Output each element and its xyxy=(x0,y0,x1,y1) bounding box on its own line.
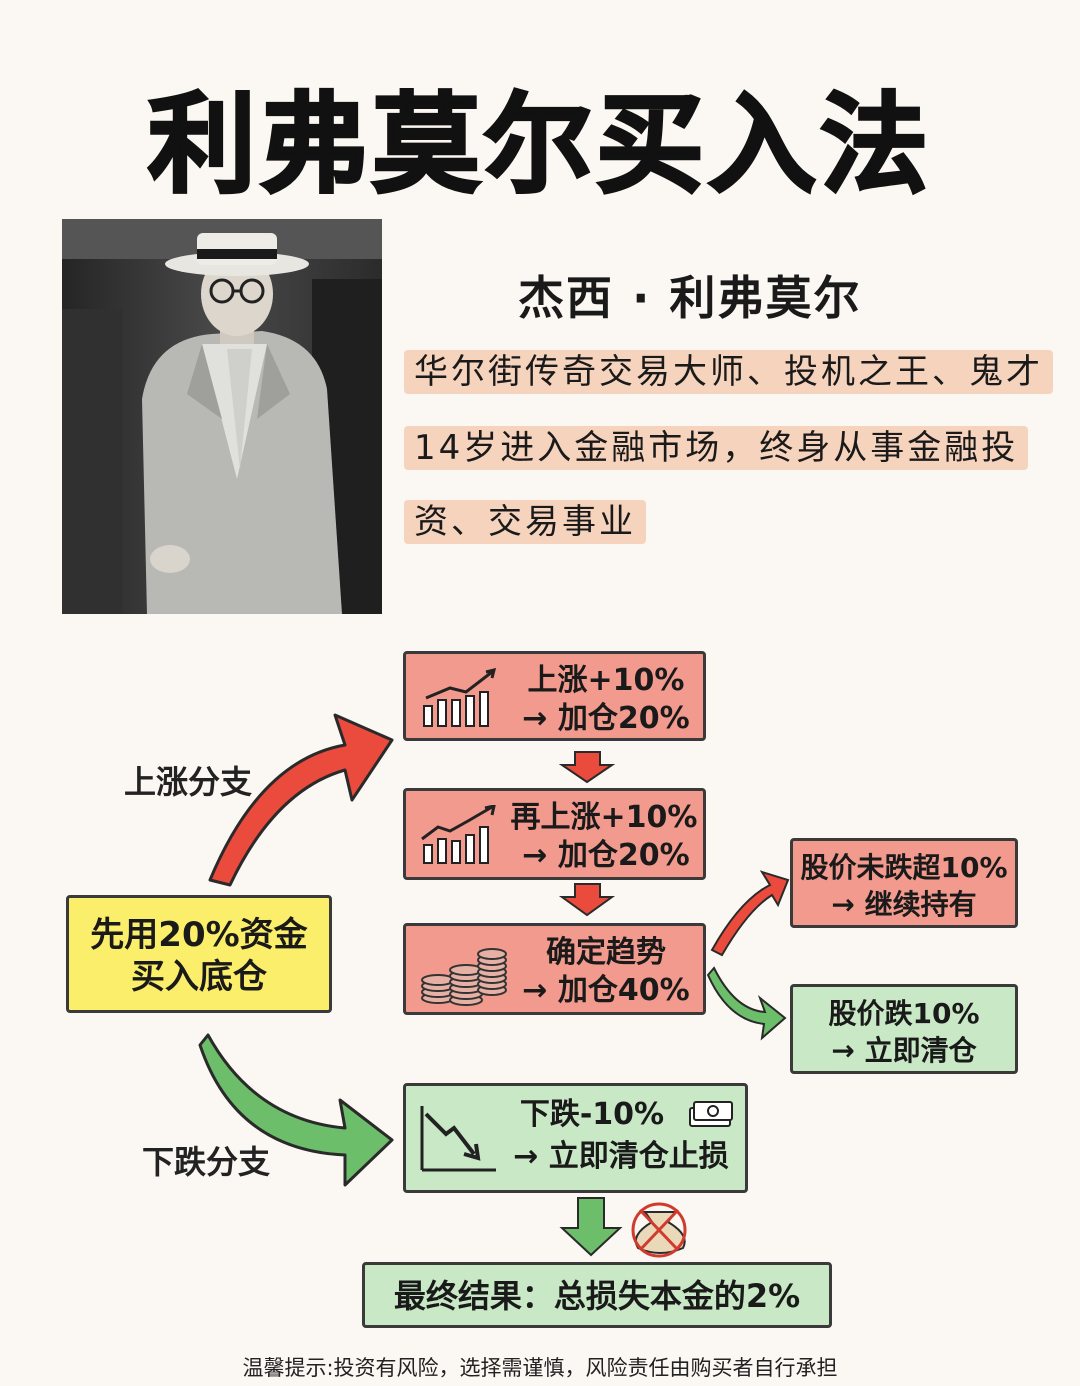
crossed-money-bag-icon xyxy=(631,1202,687,1258)
profile-line-1: 华尔街传奇交易大师、投机之王、鬼才 xyxy=(404,350,1053,394)
hold-arrow xyxy=(710,870,790,957)
step-2-line-2: → 加仓20% xyxy=(522,838,690,873)
sell-arrow xyxy=(706,966,787,1041)
drop-line-2: → 立即清仓止损 xyxy=(513,1139,729,1174)
profile-line-2: 14岁进入金融市场，终身从事金融投 xyxy=(404,426,1029,470)
start-box: 先用20%资金 买入底仓 xyxy=(66,895,332,1013)
down-branch-label: 下跌分支 xyxy=(142,1143,271,1181)
profile-line-3: 资、交易事业 xyxy=(404,500,646,544)
down-arrow-1 xyxy=(558,751,616,784)
money-stack-icon xyxy=(689,1101,733,1127)
coin-stacks-icon xyxy=(421,948,507,1006)
result-text: 最终结果：总损失本金的2% xyxy=(393,1277,801,1315)
step-1-line-1: 上涨+10% xyxy=(527,663,685,698)
down-arrow-2 xyxy=(558,883,616,917)
drop-line-1: 下跌-10% xyxy=(519,1097,665,1132)
step-3-line-1: 确定趋势 xyxy=(546,935,666,970)
page-title: 利弗莫尔买入法 xyxy=(146,82,932,210)
result-box: 最终结果：总损失本金的2% xyxy=(362,1262,832,1328)
sell-line-1: 股价跌10% xyxy=(828,997,980,1030)
step-2-line-1: 再上涨+10% xyxy=(510,800,698,835)
sell-box: 股价跌10% → 立即清仓 xyxy=(790,984,1018,1074)
hold-line-2: → 继续持有 xyxy=(831,888,977,921)
start-line-1: 先用20%资金 xyxy=(90,915,308,955)
disclaimer-footer: 温馨提示:投资有风险，选择需谨慎，风险责任由购买者自行承担 xyxy=(242,1356,838,1380)
hold-box: 股价未跌超10% → 继续持有 xyxy=(790,838,1018,928)
up-branch-label: 上涨分支 xyxy=(124,763,253,801)
start-line-2: 买入底仓 xyxy=(131,957,267,997)
portrait-photo xyxy=(62,219,382,614)
person-name: 杰西 · 利弗莫尔 xyxy=(518,271,862,325)
step-3-line-2: → 加仓40% xyxy=(522,973,690,1008)
growth-bar-chart-icon xyxy=(421,805,496,864)
step-2-box: 再上涨+10% → 加仓20% xyxy=(403,788,706,880)
growth-bar-chart-icon xyxy=(423,668,497,727)
down-trend-chart-icon xyxy=(420,1106,496,1172)
result-arrow xyxy=(559,1197,623,1257)
hold-line-1: 股价未跌超10% xyxy=(800,851,1008,884)
drop-box: 下跌-10% → 立即清仓止损 xyxy=(403,1083,748,1193)
step-3-box: 确定趋势 → 加仓40% xyxy=(403,923,706,1015)
sell-line-2: → 立即清仓 xyxy=(831,1034,977,1067)
step-1-box: 上涨+10% → 加仓20% xyxy=(403,651,706,741)
up-branch-arrow xyxy=(208,713,394,887)
step-1-line-2: → 加仓20% xyxy=(522,701,690,736)
down-branch-arrow xyxy=(198,1033,394,1187)
